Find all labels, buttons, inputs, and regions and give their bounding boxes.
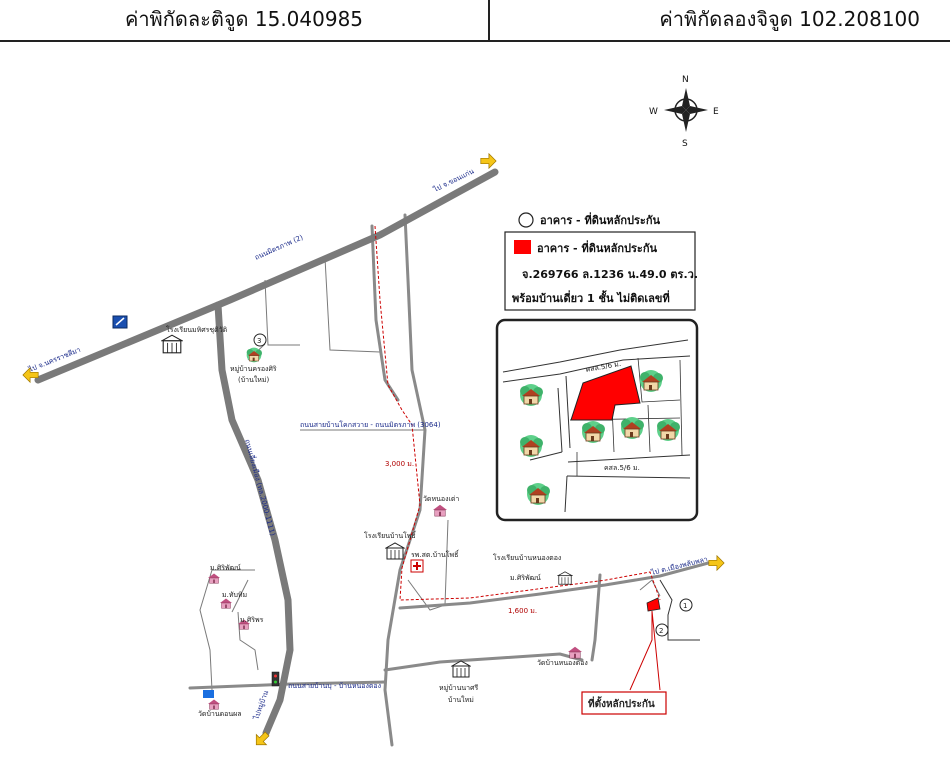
main-roads bbox=[34, 168, 499, 737]
inset-road-bottom: คสล.5/6 ม. bbox=[604, 464, 640, 472]
main-road-label: ถนนมิตรภาพ (2) bbox=[254, 233, 305, 262]
school-top-icon bbox=[161, 334, 183, 354]
left-place-2-icon bbox=[219, 598, 233, 609]
school-mid-icon bbox=[385, 542, 405, 560]
left-place-3-label: ม.ศิริพร bbox=[240, 616, 264, 624]
highway-road bbox=[34, 168, 499, 384]
temple-bottom-left-label: วัดบ้านดอนผล bbox=[198, 710, 242, 718]
hospital-label: รพ.สต.บ้านโพธิ์ bbox=[411, 549, 460, 559]
marker-1 bbox=[679, 598, 693, 612]
temple-right2-label: วัดบ้านหนองตอง bbox=[537, 659, 588, 667]
collateral-location: 1 2 ที่ตั้งหลักประกัน bbox=[581, 579, 700, 715]
school-top-label: โรงเรียนมหิศรชุดิวัติ bbox=[166, 325, 228, 334]
compass-west: W bbox=[649, 107, 658, 117]
target-label: ที่ตั้งหลักประกัน bbox=[588, 696, 655, 710]
temple-mid-label: วัดหนองเต่า bbox=[423, 495, 459, 503]
village-3-sub-label: (บ้านใหม่) bbox=[238, 375, 270, 384]
bypass-label: ถนนเลี่ยงเมือง (ทล.2000-1111) bbox=[243, 438, 278, 537]
legend-box bbox=[504, 231, 696, 311]
collateral-map-marker bbox=[646, 597, 661, 612]
collateral-parcel bbox=[570, 365, 641, 421]
legend-circle-label: อาคาร - ที่ดินหลักประกัน bbox=[540, 212, 660, 227]
water-icon bbox=[203, 690, 214, 698]
route-trace bbox=[374, 225, 661, 601]
arrow-to-khonkaen-icon bbox=[480, 153, 497, 169]
village-bottom-icon bbox=[451, 660, 471, 678]
left-place-2-label: ม.ทับทิม bbox=[222, 591, 247, 599]
svg-text:1: 1 bbox=[683, 602, 687, 610]
legend-red-label: อาคาร - ที่ดินหลักประกัน bbox=[537, 240, 657, 255]
village-bottom-label: หมู่บ้านนาศรี bbox=[439, 684, 479, 692]
secondary-roads bbox=[188, 213, 714, 747]
school-right-label: โรงเรียนบ้านหนองตอง bbox=[493, 553, 561, 562]
hospital-icon bbox=[410, 559, 424, 573]
school-right-icon bbox=[557, 571, 573, 585]
school-mid-label: โรงเรียนบ้านโพธิ์ bbox=[364, 530, 417, 540]
target-label-box bbox=[581, 691, 667, 715]
local-road-label: ถนนสายบ้านโคกสวาย - ถนนมิตรภาพ (3064) bbox=[300, 420, 441, 429]
header-divider bbox=[488, 0, 490, 40]
compass-north: N bbox=[682, 75, 689, 85]
left-place-1-label: ม.ศิริพัฒน์ bbox=[210, 564, 241, 572]
left-place-1-icon bbox=[207, 573, 221, 584]
legend-circle-icon bbox=[518, 212, 534, 228]
traffic-light-icon bbox=[271, 671, 280, 687]
village-bottom-sub-label: บ้านใหม่ bbox=[448, 695, 474, 704]
bottom-road-label: ถนนสายบ้านบุ - บ้านหนองตอง bbox=[288, 682, 381, 690]
svg-text:3: 3 bbox=[257, 337, 261, 345]
arrow-to-right-icon bbox=[708, 555, 725, 571]
temple-mid-icon bbox=[432, 504, 448, 517]
bypass-road bbox=[214, 301, 294, 737]
temple-right-label: ม.ศิริพัฒน์ bbox=[510, 574, 541, 582]
compass-south: S bbox=[682, 139, 688, 149]
legend: อาคาร - ที่ดินหลักประกัน อาคาร - ที่ดินห… bbox=[504, 212, 698, 311]
marker-2 bbox=[655, 623, 669, 637]
village-3-icon bbox=[246, 347, 263, 363]
legend-house: พร้อมบ้านเดี่ยว 1 ชั้น ไม่ติดเลขที่ bbox=[512, 290, 670, 305]
distance-label-1: 3,000 ม. bbox=[385, 460, 414, 468]
longitude-label: ค่าพิกัดลองจิจูด 102.208100 bbox=[659, 7, 920, 31]
inset-map: คสล.5/6 ม. คสล.5/6 ม. bbox=[495, 318, 699, 522]
village-3-label: หมู่บ้านครองศิริ bbox=[230, 365, 277, 373]
legend-red-swatch bbox=[514, 240, 531, 254]
legend-deed: จ.269766 ล.1236 น.49.0 ตร.ว. bbox=[522, 268, 698, 281]
to-bottom-label: ไปหมู่บ้าน bbox=[251, 689, 270, 722]
distance-label-2: 1,600 ม. bbox=[508, 607, 537, 615]
compass-east: E bbox=[713, 107, 719, 117]
temple-bottom-left-icon bbox=[207, 699, 221, 710]
compass-rose: N S E W bbox=[649, 75, 719, 149]
temple-right2-icon bbox=[567, 646, 583, 659]
coordinates-header: ค่าพิกัดละติจูด 15.040985 ค่าพิกัดลองจิจ… bbox=[0, 0, 950, 42]
village-3-marker: 3 bbox=[253, 333, 267, 347]
svg-text:2: 2 bbox=[659, 627, 663, 635]
minor-roads bbox=[199, 257, 661, 691]
latitude-label: ค่าพิกัดละติจูด 15.040985 bbox=[124, 7, 364, 31]
